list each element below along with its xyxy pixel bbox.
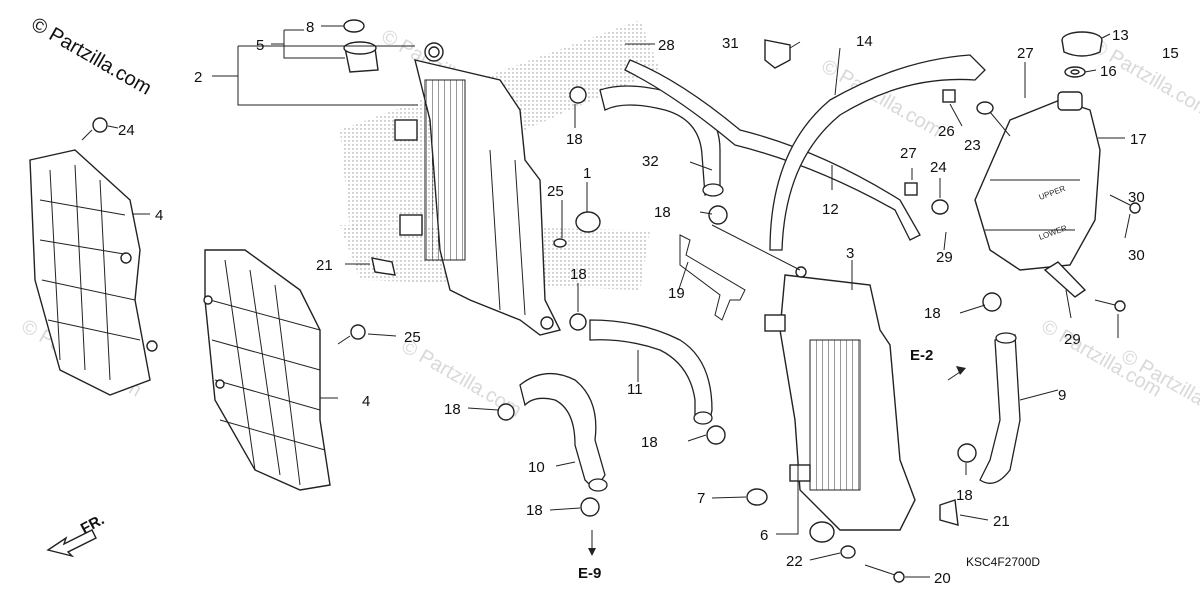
callout-18-h: 18 xyxy=(526,502,543,519)
callout-13: 13 xyxy=(1112,27,1129,44)
callout-18-c: 18 xyxy=(570,266,587,283)
radiator-right xyxy=(764,266,916,531)
callout-18-a: 18 xyxy=(566,131,583,148)
callout-11: 11 xyxy=(627,381,643,398)
callout-18-d: 18 xyxy=(924,305,941,322)
callout-17: 17 xyxy=(1130,131,1147,148)
reserve-tank: UPPER LOWER xyxy=(974,91,1101,271)
callout-5: 5 xyxy=(256,37,264,54)
radiator-left xyxy=(394,42,562,336)
callout-26: 29 xyxy=(1064,331,1081,348)
callout-27-lower: 27 xyxy=(900,145,917,162)
diagram-code: KSC4F2700D xyxy=(966,555,1040,569)
callout-2: 2 xyxy=(194,69,202,86)
callout-9: 9 xyxy=(1058,387,1066,404)
callout-7: 7 xyxy=(697,490,705,507)
leader-lines xyxy=(107,25,1131,578)
callout-24-upper: 24 xyxy=(118,122,135,139)
callout-31: 31 xyxy=(722,35,739,52)
callout-21-right: 21 xyxy=(993,513,1010,530)
callout-12: 12 xyxy=(822,201,839,218)
callout-22: 22 xyxy=(786,553,803,570)
callout-27-upper: 26 xyxy=(938,123,955,140)
hoses xyxy=(519,54,1021,492)
callout-labels: 2 5 8 28 31 14 27 13 15 16 17 26 23 27 2… xyxy=(118,19,1179,587)
callout-29-lower: 29 xyxy=(936,249,953,266)
callout-4-upper: 4 xyxy=(155,207,163,224)
callout-30-lower-label: 30 xyxy=(1128,247,1145,264)
callout-18-g: 18 xyxy=(956,487,973,504)
radiator-grille-left xyxy=(29,149,158,396)
radiator-cap xyxy=(343,19,379,73)
watermark: © Partzilla.com xyxy=(28,13,156,99)
callout-10: 10 xyxy=(528,459,545,476)
callout-14: 14 xyxy=(856,33,873,50)
reserve-tank-cap xyxy=(1061,31,1103,78)
callout-4-lower: 4 xyxy=(362,393,370,410)
callout-8: 8 xyxy=(306,19,314,36)
ref-e9: E-9 xyxy=(578,565,601,582)
callout-32: 32 xyxy=(642,153,659,170)
callout-6: 6 xyxy=(760,527,768,544)
callout-3: 3 xyxy=(846,245,854,262)
callout-25: 25 xyxy=(547,183,564,200)
callout-28: 27 xyxy=(1017,45,1034,62)
callout-18-e: 18 xyxy=(444,401,461,418)
front-arrow: FR. xyxy=(46,511,107,558)
callout-20: 20 xyxy=(934,570,951,587)
callout-18-f: 18 xyxy=(641,434,658,451)
callout-15: 15 xyxy=(1162,45,1179,62)
callout-29: 28 xyxy=(658,37,675,54)
callout-23-upper: 23 xyxy=(964,137,981,154)
front-label: FR. xyxy=(78,511,107,537)
small-parts xyxy=(81,39,1141,583)
callout-1: 1 xyxy=(583,165,591,182)
callout-21-left: 21 xyxy=(316,257,333,274)
callout-24-lower: 25 xyxy=(404,329,421,346)
callout-30-upper: 30 xyxy=(1128,189,1145,206)
hose-clamps xyxy=(497,86,1002,517)
ref-e2: E-2 xyxy=(910,347,933,364)
callout-18-b: 18 xyxy=(654,204,671,221)
callout-19: 19 xyxy=(668,285,685,302)
callout-16: 16 xyxy=(1100,63,1117,80)
callout-23-lower: 24 xyxy=(930,159,947,176)
radiator-grille-right xyxy=(203,249,331,491)
